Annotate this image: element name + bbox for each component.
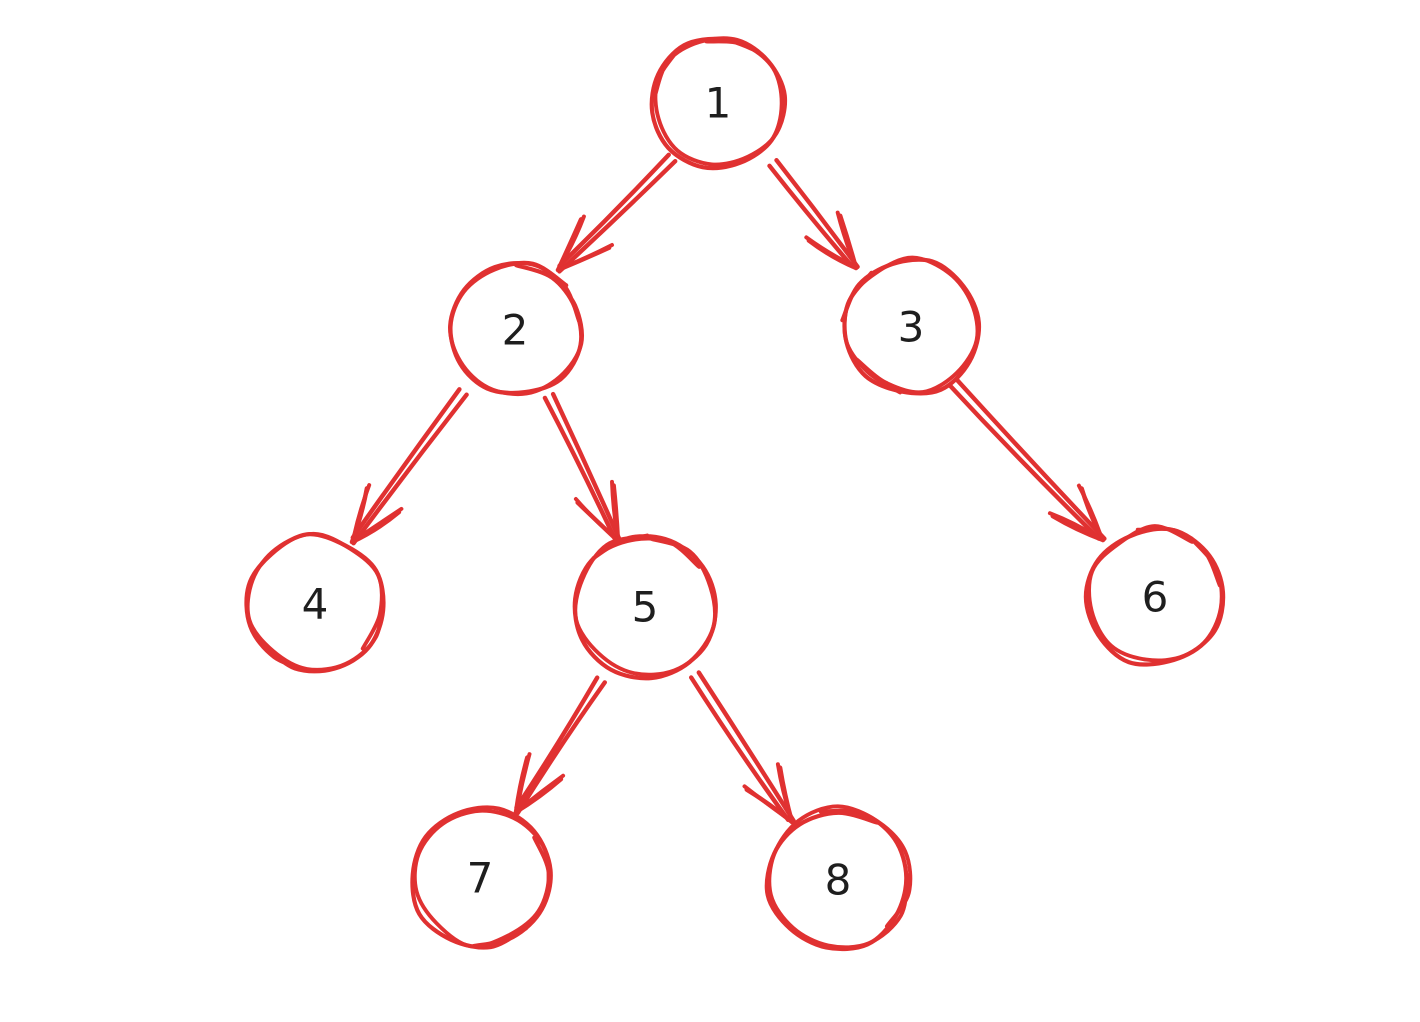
node-circle bbox=[652, 36, 788, 167]
arrowhead-icon bbox=[1076, 483, 1103, 537]
edge-5-7 bbox=[513, 675, 607, 816]
edge-line bbox=[952, 374, 1107, 541]
node-fill bbox=[1085, 528, 1222, 665]
node-circle bbox=[767, 804, 913, 950]
node-circle bbox=[412, 808, 551, 949]
arrowhead-icon bbox=[561, 243, 614, 270]
node-label-4: 4 bbox=[302, 580, 329, 629]
node-fill bbox=[246, 534, 384, 672]
tree-node-2: 2 bbox=[448, 260, 585, 397]
node-label-7: 7 bbox=[467, 854, 494, 903]
node-fill bbox=[842, 259, 979, 394]
node-fill bbox=[412, 807, 551, 948]
tree-node-4: 4 bbox=[244, 531, 386, 674]
node-label-5: 5 bbox=[632, 583, 659, 632]
arrowhead-icon bbox=[558, 214, 586, 267]
tree-node-7: 7 bbox=[410, 805, 553, 950]
edge-2-4 bbox=[349, 387, 469, 546]
edge-line bbox=[774, 158, 860, 269]
tree-node-5: 5 bbox=[572, 533, 718, 681]
node-fill bbox=[574, 538, 716, 679]
node-circle bbox=[764, 808, 909, 952]
node-label-3: 3 bbox=[898, 303, 925, 352]
node-fill bbox=[651, 38, 782, 169]
edge-line bbox=[515, 680, 607, 816]
edge-line bbox=[696, 670, 796, 824]
node-circle bbox=[573, 533, 718, 677]
node-circle bbox=[572, 536, 718, 681]
tree-node-8: 8 bbox=[764, 804, 913, 952]
node-circle bbox=[448, 261, 585, 397]
edge-line bbox=[557, 152, 671, 268]
tree-node-3: 3 bbox=[840, 255, 982, 396]
arrowhead-icon bbox=[804, 235, 853, 267]
node-fill bbox=[766, 810, 907, 950]
edge-line bbox=[767, 163, 855, 269]
edge-line bbox=[550, 391, 622, 543]
edge-line bbox=[542, 395, 617, 541]
edge-line bbox=[351, 392, 469, 546]
edge-1-3 bbox=[767, 158, 860, 271]
arrowhead-icon bbox=[835, 210, 856, 265]
edge-line bbox=[689, 675, 791, 822]
arrowhead-icon bbox=[775, 762, 793, 818]
node-fill bbox=[450, 262, 582, 393]
tree-node-6: 6 bbox=[1083, 524, 1226, 667]
edge-1-2 bbox=[555, 152, 678, 274]
node-label-2: 2 bbox=[502, 306, 529, 355]
edge-line bbox=[514, 675, 600, 810]
arrowhead-icon bbox=[515, 752, 532, 808]
arrowhead-icon bbox=[610, 479, 620, 537]
tree-node-1: 1 bbox=[649, 36, 788, 171]
node-label-8: 8 bbox=[825, 856, 852, 905]
edge-line bbox=[350, 387, 462, 540]
arrowhead-icon bbox=[1047, 511, 1100, 539]
edge-2-5 bbox=[542, 391, 622, 544]
edge-5-8 bbox=[689, 670, 796, 825]
node-label-1: 1 bbox=[705, 79, 732, 128]
arrowhead-icon bbox=[742, 784, 789, 821]
arrowhead-icon bbox=[518, 773, 566, 810]
node-circle bbox=[842, 255, 980, 395]
edge-3-6 bbox=[945, 374, 1107, 543]
node-label-6: 6 bbox=[1142, 573, 1169, 622]
edge-line bbox=[557, 159, 678, 274]
node-circle bbox=[1087, 524, 1226, 663]
arrowhead-icon bbox=[573, 497, 616, 539]
arrowhead-icon bbox=[352, 483, 372, 538]
node-circle bbox=[245, 531, 385, 672]
arrowhead-icon bbox=[355, 506, 404, 541]
edge-line bbox=[945, 380, 1101, 541]
